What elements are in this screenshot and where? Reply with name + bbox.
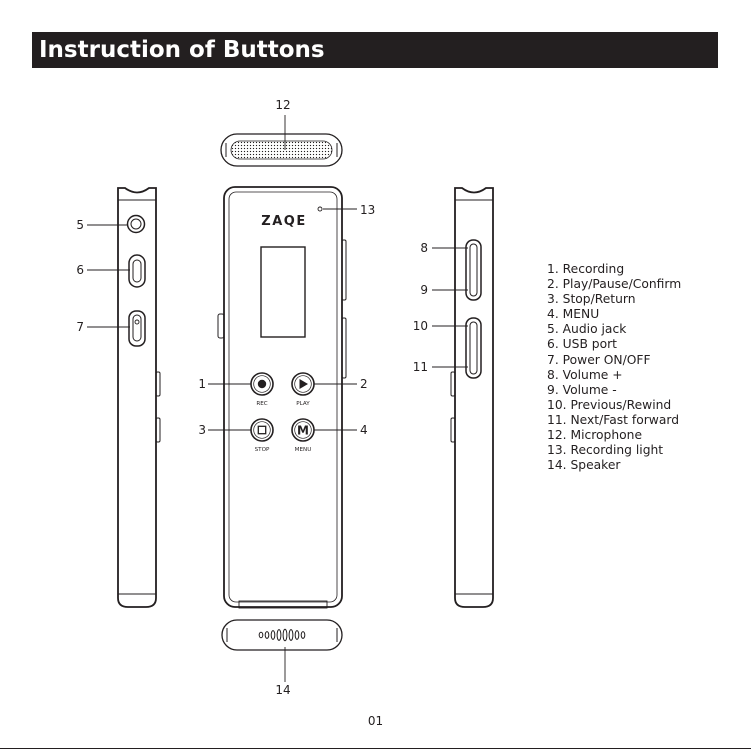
legend-item: 9. Volume - <box>547 383 681 398</box>
callout-1: 1 <box>198 377 206 391</box>
legend-item: 2. Play/Pause/Confirm <box>547 277 681 292</box>
left-side-view <box>118 188 160 607</box>
callout-5: 5 <box>76 218 84 232</box>
legend-item: 11. Next/Fast forward <box>547 413 681 428</box>
callout-4: 4 <box>360 423 368 437</box>
display-screen <box>261 247 305 337</box>
bottom-view <box>222 620 342 650</box>
callout-7: 7 <box>76 320 84 334</box>
callout-11: 11 <box>413 360 428 374</box>
right-side-body <box>455 188 493 607</box>
callout-6: 6 <box>76 263 84 277</box>
callout-2: 2 <box>360 377 368 391</box>
bottom-rule <box>0 748 751 749</box>
rec-button[interactable] <box>251 373 273 395</box>
legend-item: 12. Microphone <box>547 428 681 443</box>
left-side-body <box>118 188 156 607</box>
play-button-label: PLAY <box>296 401 310 407</box>
callout-8: 8 <box>420 241 428 255</box>
legend-item: 10. Previous/Rewind <box>547 398 681 413</box>
record-dot-icon <box>258 380 266 388</box>
menu-m-icon: M <box>297 424 309 438</box>
legend-item: 1. Recording <box>547 262 681 277</box>
bottom-view-body <box>222 620 342 650</box>
track-rocker[interactable] <box>466 318 481 378</box>
stop-button-label: STOP <box>255 447 270 453</box>
audio-jack <box>128 216 145 233</box>
front-view <box>218 187 346 608</box>
stop-button[interactable] <box>251 419 273 441</box>
callout-3: 3 <box>198 423 206 437</box>
legend-item: 13. Recording light <box>547 443 681 458</box>
recording-light <box>318 207 322 211</box>
menu-button-label: MENU <box>295 447 312 453</box>
microphone-grille <box>231 141 332 159</box>
front-body <box>224 187 342 607</box>
callout-13: 13 <box>360 203 375 217</box>
button-legend: 1. Recording 2. Play/Pause/Confirm 3. St… <box>547 262 681 473</box>
rec-button-label: REC <box>256 401 267 407</box>
legend-item: 5. Audio jack <box>547 322 681 337</box>
legend-item: 14. Speaker <box>547 458 681 473</box>
callout-10: 10 <box>413 319 428 333</box>
legend-item: 4. MENU <box>547 307 681 322</box>
right-side-view <box>451 188 493 607</box>
volume-rocker[interactable] <box>466 240 481 300</box>
callout-12: 12 <box>275 98 290 112</box>
page-number: 01 <box>0 714 751 728</box>
speaker-holes <box>259 629 305 641</box>
legend-item: 3. Stop/Return <box>547 292 681 307</box>
legend-item: 6. USB port <box>547 337 681 352</box>
brand-logo: ZAQE <box>261 214 306 229</box>
play-button[interactable] <box>292 373 314 395</box>
legend-item: 7. Power ON/OFF <box>547 353 681 368</box>
callout-9: 9 <box>420 283 428 297</box>
legend-item: 8. Volume + <box>547 368 681 383</box>
top-view <box>221 134 342 166</box>
callout-14: 14 <box>275 683 290 697</box>
